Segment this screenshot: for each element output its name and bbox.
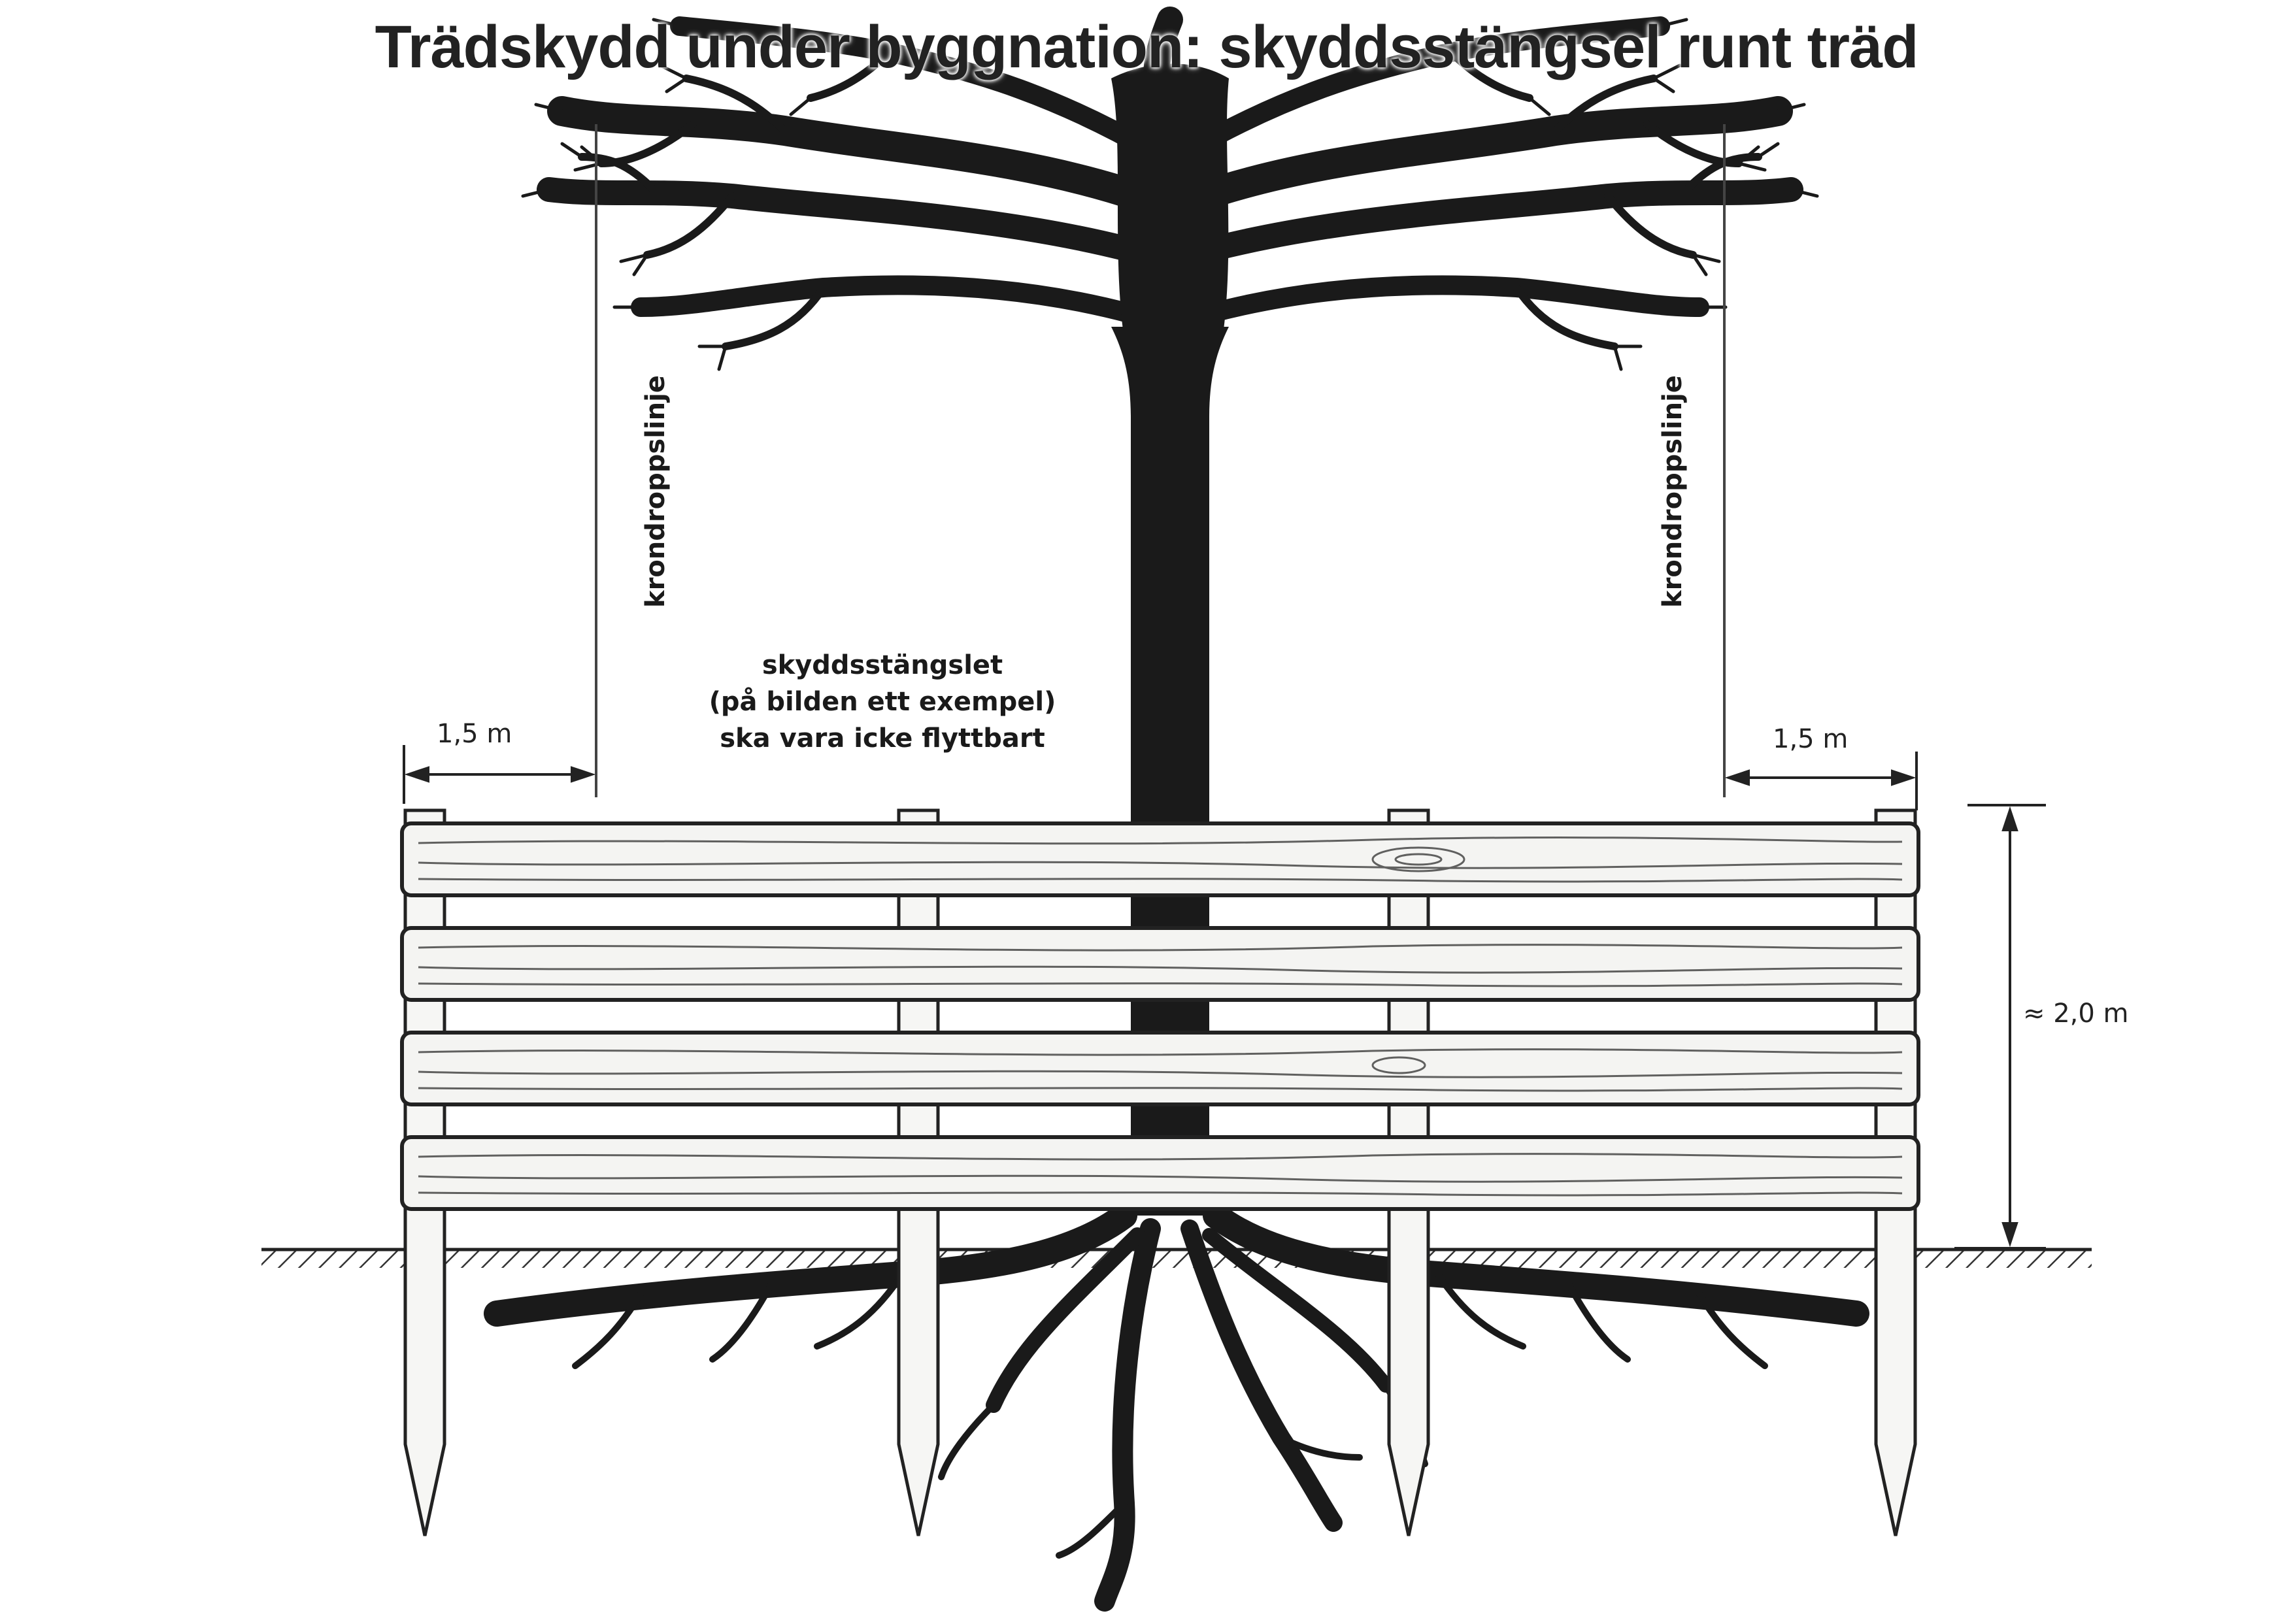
fence-note-line: skyddsstängslet <box>762 650 1003 680</box>
tree-crown-mass <box>1111 63 1229 340</box>
fence-note-line: ska vara icke flyttbart <box>720 723 1045 754</box>
dimension-arrows <box>403 745 2046 1250</box>
drip-lines <box>595 124 1726 797</box>
fence-note-line: (på bilden ett exempel) <box>709 687 1056 717</box>
tree-roots <box>484 1202 1869 1612</box>
fence-boards <box>400 821 1920 1211</box>
drip-line-right-label: krondroppslinje <box>1658 375 1688 608</box>
tree-crown <box>521 7 1819 371</box>
height-label: ≈ 2,0 m <box>2023 999 2129 1029</box>
distance-left-label: 1,5 m <box>437 719 512 749</box>
fence-board <box>400 926 1920 1002</box>
fence-board <box>400 821 1920 897</box>
fence-note: skyddsstängslet (på bilden ett exempel) … <box>660 647 1105 757</box>
page-title: Trädskydd under byggnation: skyddsstängs… <box>375 14 1919 80</box>
fence-board <box>400 1031 1920 1106</box>
fence-board <box>400 1135 1920 1211</box>
ground-line <box>261 1248 2092 1268</box>
drip-line-left-label: krondroppslinje <box>641 375 671 608</box>
distance-right-label: 1,5 m <box>1773 724 1849 754</box>
